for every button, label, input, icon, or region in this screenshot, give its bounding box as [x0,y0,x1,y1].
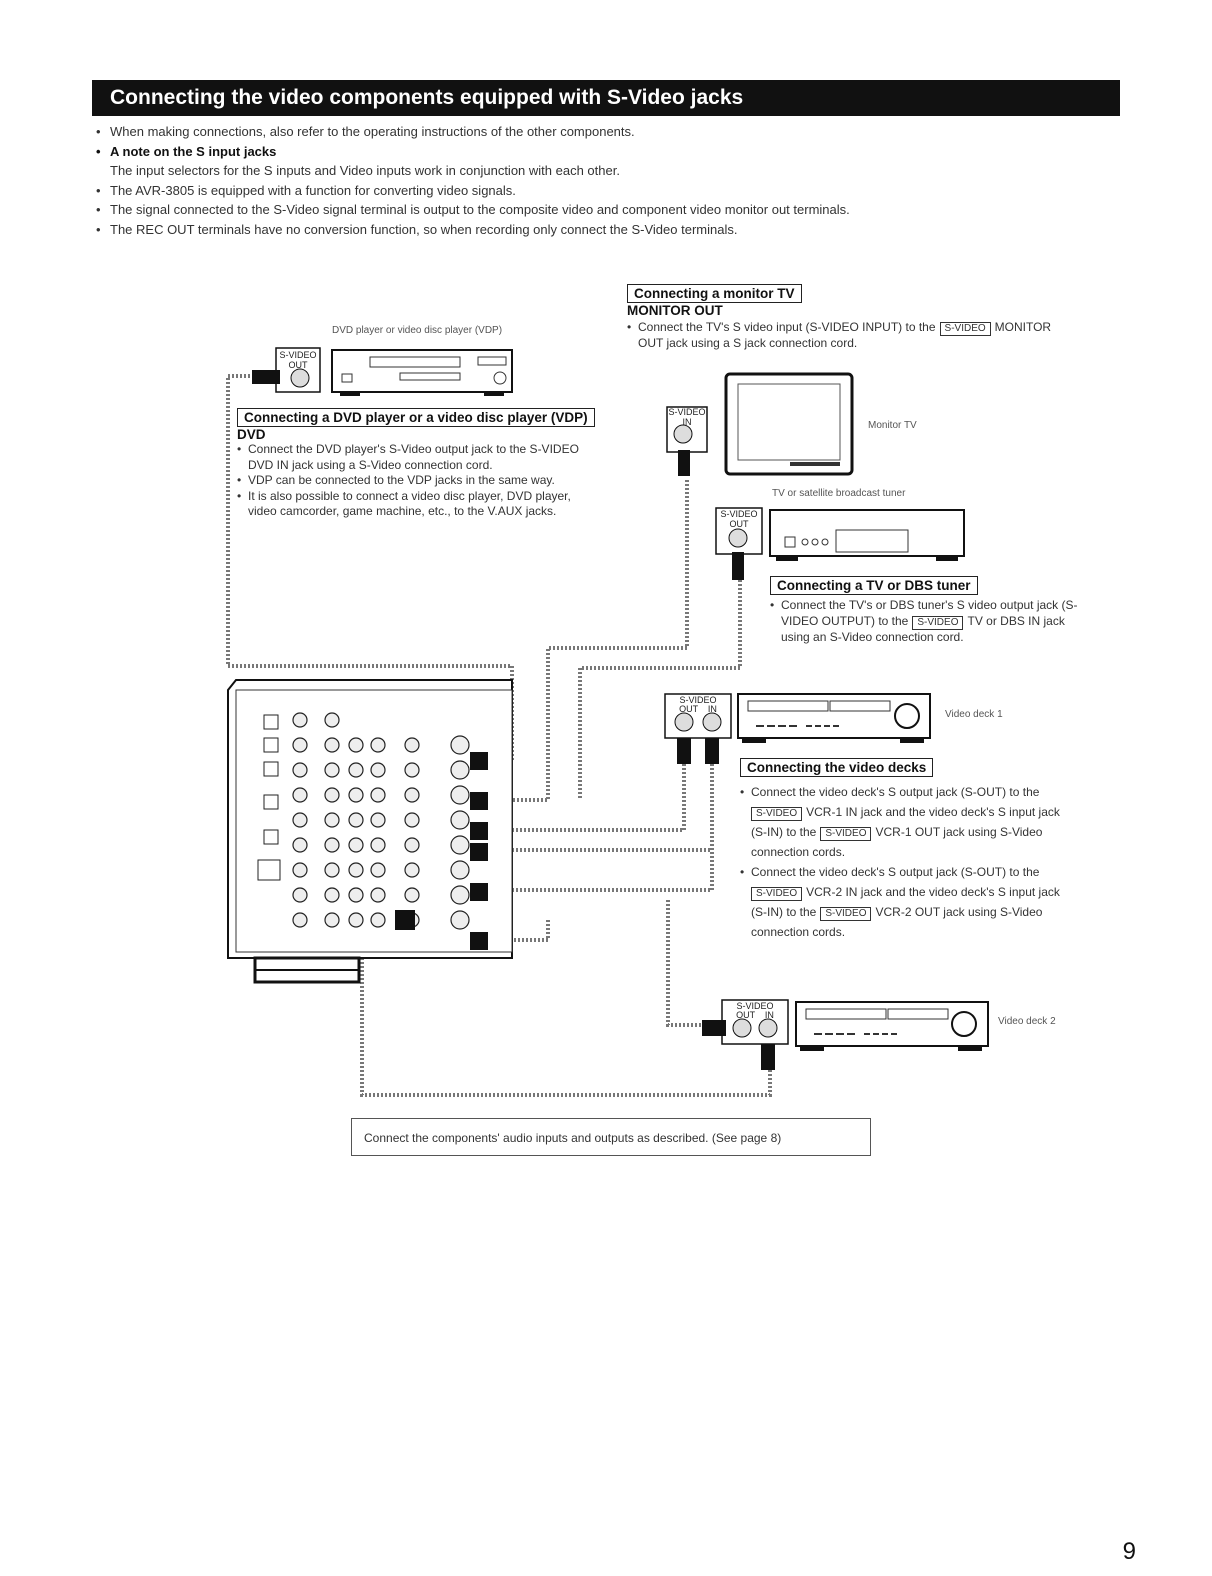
tuner-jack-svideo-label: S-VIDEO [720,509,757,519]
tuner-label: TV or satellite broadcast tuner [772,488,906,499]
deck2-svideo-panel [702,999,789,1070]
tv-jack-svideo-label: S-VIDEO [668,407,705,417]
receiver-svideo-plugs [395,752,488,950]
jack-panel-labels: S-VIDEO OUT S-VIDEO IN S-VIDEO OUT S-VID… [279,350,773,1020]
deck2-label: Video deck 2 [998,1016,1056,1027]
page-number: 9 [1122,1538,1136,1565]
video-deck-2 [795,1001,989,1051]
satellite-tuner [769,509,965,561]
video-deck-1 [737,693,931,743]
deck1-label: Video deck 1 [945,709,1003,720]
dvd-section-title: Connecting a DVD player or a video disc … [237,408,595,427]
intro-bullet: When making connections, also refer to t… [94,122,1124,142]
monitor-tv [724,372,854,476]
video-decks-section-title: Connecting the video decks [740,758,934,777]
dvd-device-label: DVD player or video disc player (VDP) [332,325,503,336]
deck2-jack-svideo-label: S-VIDEO [736,1001,773,1011]
tv-jack-in-label: IN [683,417,692,427]
deck1-cable-in [498,760,714,852]
svideo-tag: S-VIDEO [751,887,803,901]
receiver-rear-panel [227,679,513,984]
tv-dbs-section: Connecting a TV or DBS tuner Connect the… [770,576,1122,645]
intro-bullet: The REC OUT terminals have no conversion… [94,220,1124,240]
audio-note: Connect the components' audio inputs and… [364,1131,782,1145]
deck1-svideo-panel [664,693,732,764]
monitor-tv-label: Monitor TV [868,420,917,431]
tuner-jack-out-label: OUT [730,519,750,529]
tv-svideo-in-panel [666,406,708,476]
deck1-cable-out [498,760,686,832]
dvd-player [331,349,513,396]
dvd-jack-out-label: OUT [289,360,309,370]
intro-bullet: The signal connected to the S-Video sign… [94,200,1124,220]
cable-lines [226,374,772,1097]
dvd-section: Connecting a DVD player or a video disc … [237,408,657,520]
video-decks-text: Connect the video deck's S output jack (… [740,782,1120,942]
deck2-jack-outin-label: OUT IN [736,1010,774,1020]
deck1-jack-svideo-label: S-VIDEO [679,695,716,705]
monitor-subheading: MONITOR OUT [627,303,723,318]
tuner-svideo-out-panel [715,507,763,580]
svideo-tag: S-VIDEO [912,615,964,630]
dvd-jack-svideo-label: S-VIDEO [279,350,316,360]
dvd-cable [226,374,514,762]
tv-dbs-section-title: Connecting a TV or DBS tuner [770,576,978,595]
tuner-cable [578,580,742,800]
receiver-optical-ports [257,714,281,881]
svideo-tag: S-VIDEO [820,827,872,841]
page-title-banner: Connecting the video components equipped… [92,80,1120,116]
note-heading: A note on the S input jacks [94,142,1124,162]
svideo-tag: S-VIDEO [820,907,872,921]
deck2-cable-return [498,920,550,942]
deck2-cable-in [360,940,772,1097]
deck1-jack-outin-label: OUT IN [679,704,717,714]
intro-list: When making connections, also refer to t… [94,122,1124,239]
monitor-section: Connecting a monitor TV MONITOR OUT Conn… [627,284,1127,352]
note-text: The input selectors for the S inputs and… [110,163,620,178]
monitor-section-title: Connecting a monitor TV [627,284,802,303]
monitor-text: Connect the TV's S video input (S-VIDEO … [627,320,1127,352]
dvd-svideo-jack-panel [252,347,321,393]
svideo-tag: S-VIDEO [751,807,803,821]
intro-bullet: The AVR-3805 is equipped with a function… [94,181,1124,201]
dvd-subheading: DVD [237,427,266,442]
deck2-cable-out [666,900,710,1027]
video-decks-section: Connecting the video decks Connect the v… [740,758,1120,942]
monitor-cable [498,480,689,802]
page-title: Connecting the video components equipped… [110,86,744,109]
deck1-cable-aux [498,760,714,892]
audio-note-box: Connect the components' audio inputs and… [351,1118,871,1156]
receiver-jacks [292,712,470,930]
dvd-text: Connect the DVD player's S-Video output … [237,442,657,520]
svideo-tag: S-VIDEO [939,322,991,336]
tv-dbs-text: Connect the TV's or DBS tuner's S video … [770,598,1122,645]
